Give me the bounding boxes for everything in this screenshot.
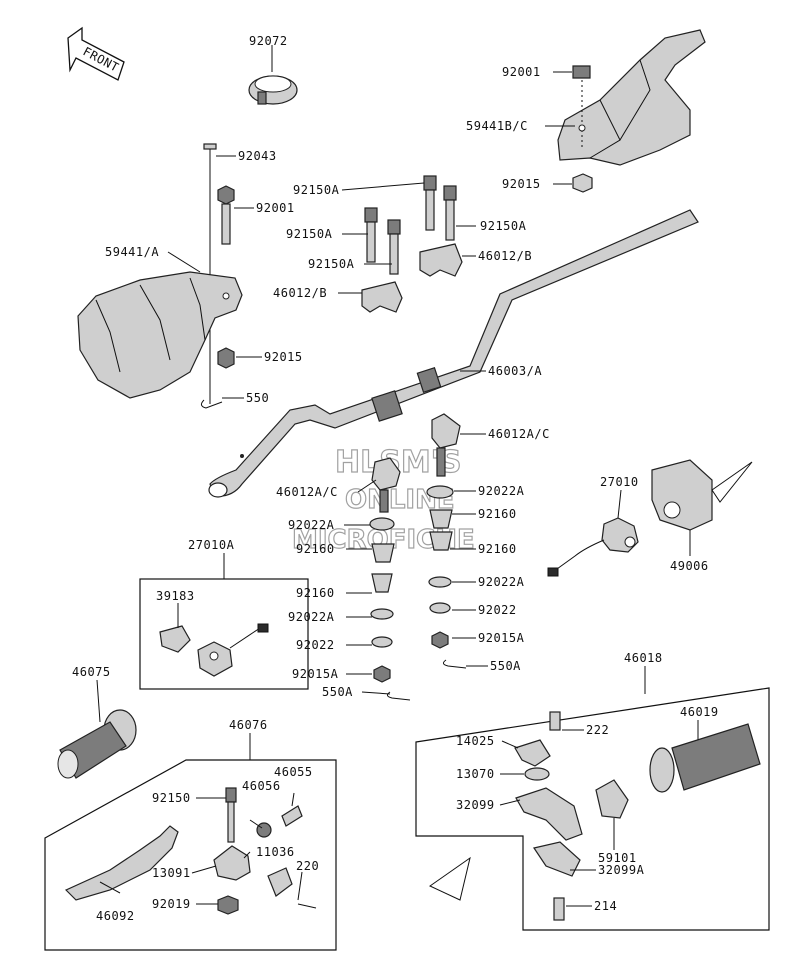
part-labels: 92072 92001 59441B/C 92015 92043 92001 9… <box>72 34 719 923</box>
label-46012ac-1: 46012A/C <box>488 427 550 441</box>
handguard-left-part <box>77 143 243 409</box>
label-46003a: 46003/A <box>488 364 542 378</box>
label-49006: 49006 <box>670 559 709 573</box>
label-92022a-3: 92022A <box>478 575 525 589</box>
label-92001-top: 92001 <box>502 65 541 79</box>
label-92022-1: 92022 <box>478 603 517 617</box>
handlebar-part <box>208 209 699 498</box>
label-46092: 46092 <box>96 909 135 923</box>
label-59441a: 59441/A <box>105 245 159 259</box>
label-39183: 39183 <box>156 589 195 603</box>
label-92160-2: 92160 <box>296 542 335 556</box>
label-13070: 13070 <box>456 767 495 781</box>
label-27010: 27010 <box>600 475 639 489</box>
riser-stack <box>369 413 467 701</box>
label-92160-4: 92160 <box>296 586 335 600</box>
leader-lines <box>96 45 699 907</box>
label-92022a-4: 92022A <box>288 610 335 624</box>
label-13091: 13091 <box>152 866 191 880</box>
label-11036: 11036 <box>256 845 295 859</box>
lever-kit-box <box>44 759 337 951</box>
label-92015a-1: 92015A <box>478 631 525 645</box>
label-46076: 46076 <box>229 718 268 732</box>
label-92160-3: 92160 <box>478 542 517 556</box>
label-92022a-1: 92022A <box>478 484 525 498</box>
label-46018: 46018 <box>624 651 663 665</box>
label-92015a-2: 92015A <box>292 667 339 681</box>
kill-switch-kit-part <box>159 623 269 677</box>
label-550a-2: 550A <box>322 685 353 699</box>
label-92043: 92043 <box>238 149 277 163</box>
label-46056: 46056 <box>242 779 281 793</box>
label-27010a: 27010A <box>188 538 235 552</box>
label-46019: 46019 <box>680 705 719 719</box>
label-92150a-4: 92150A <box>308 257 355 271</box>
label-92001-left: 92001 <box>256 201 295 215</box>
engine-stop-switch-part <box>547 459 753 577</box>
label-92015-top: 92015 <box>502 177 541 191</box>
clamp-ring-part <box>248 75 298 105</box>
label-46012b-1: 46012/B <box>478 249 532 263</box>
label-92150: 92150 <box>152 791 191 805</box>
label-46055: 46055 <box>274 765 313 779</box>
left-grip-part <box>57 709 137 779</box>
label-92022a-2: 92022A <box>288 518 335 532</box>
label-92015-left: 92015 <box>264 350 303 364</box>
label-46012b-2: 46012/B <box>273 286 327 300</box>
label-92150a-1: 92150A <box>293 183 340 197</box>
front-arrow-icon: FRONT <box>67 26 125 81</box>
label-550: 550 <box>246 391 269 405</box>
label-32099a: 32099A <box>598 863 645 877</box>
label-59101: 59101 <box>598 851 637 865</box>
label-550a-1: 550A <box>490 659 521 673</box>
label-46075: 46075 <box>72 665 111 679</box>
label-92072: 92072 <box>249 34 288 48</box>
label-222: 222 <box>586 723 609 737</box>
label-46012ac-2: 46012A/C <box>276 485 338 499</box>
label-92022-2: 92022 <box>296 638 335 652</box>
throttle-assembly-part <box>429 711 761 921</box>
label-92019: 92019 <box>152 897 191 911</box>
clutch-lever-part <box>64 787 317 915</box>
label-220: 220 <box>296 859 319 873</box>
label-214: 214 <box>594 899 617 913</box>
handlebar-clamp-assembly <box>361 175 463 313</box>
label-14025: 14025 <box>456 734 495 748</box>
label-59441bc: 59441B/C <box>466 119 528 133</box>
label-92150a-3: 92150A <box>286 227 333 241</box>
handguard-right-part <box>557 29 706 193</box>
label-92150a-2: 92150A <box>480 219 527 233</box>
label-92160-1: 92160 <box>478 507 517 521</box>
label-32099: 32099 <box>456 798 495 812</box>
throttle-kit-box <box>415 687 770 931</box>
